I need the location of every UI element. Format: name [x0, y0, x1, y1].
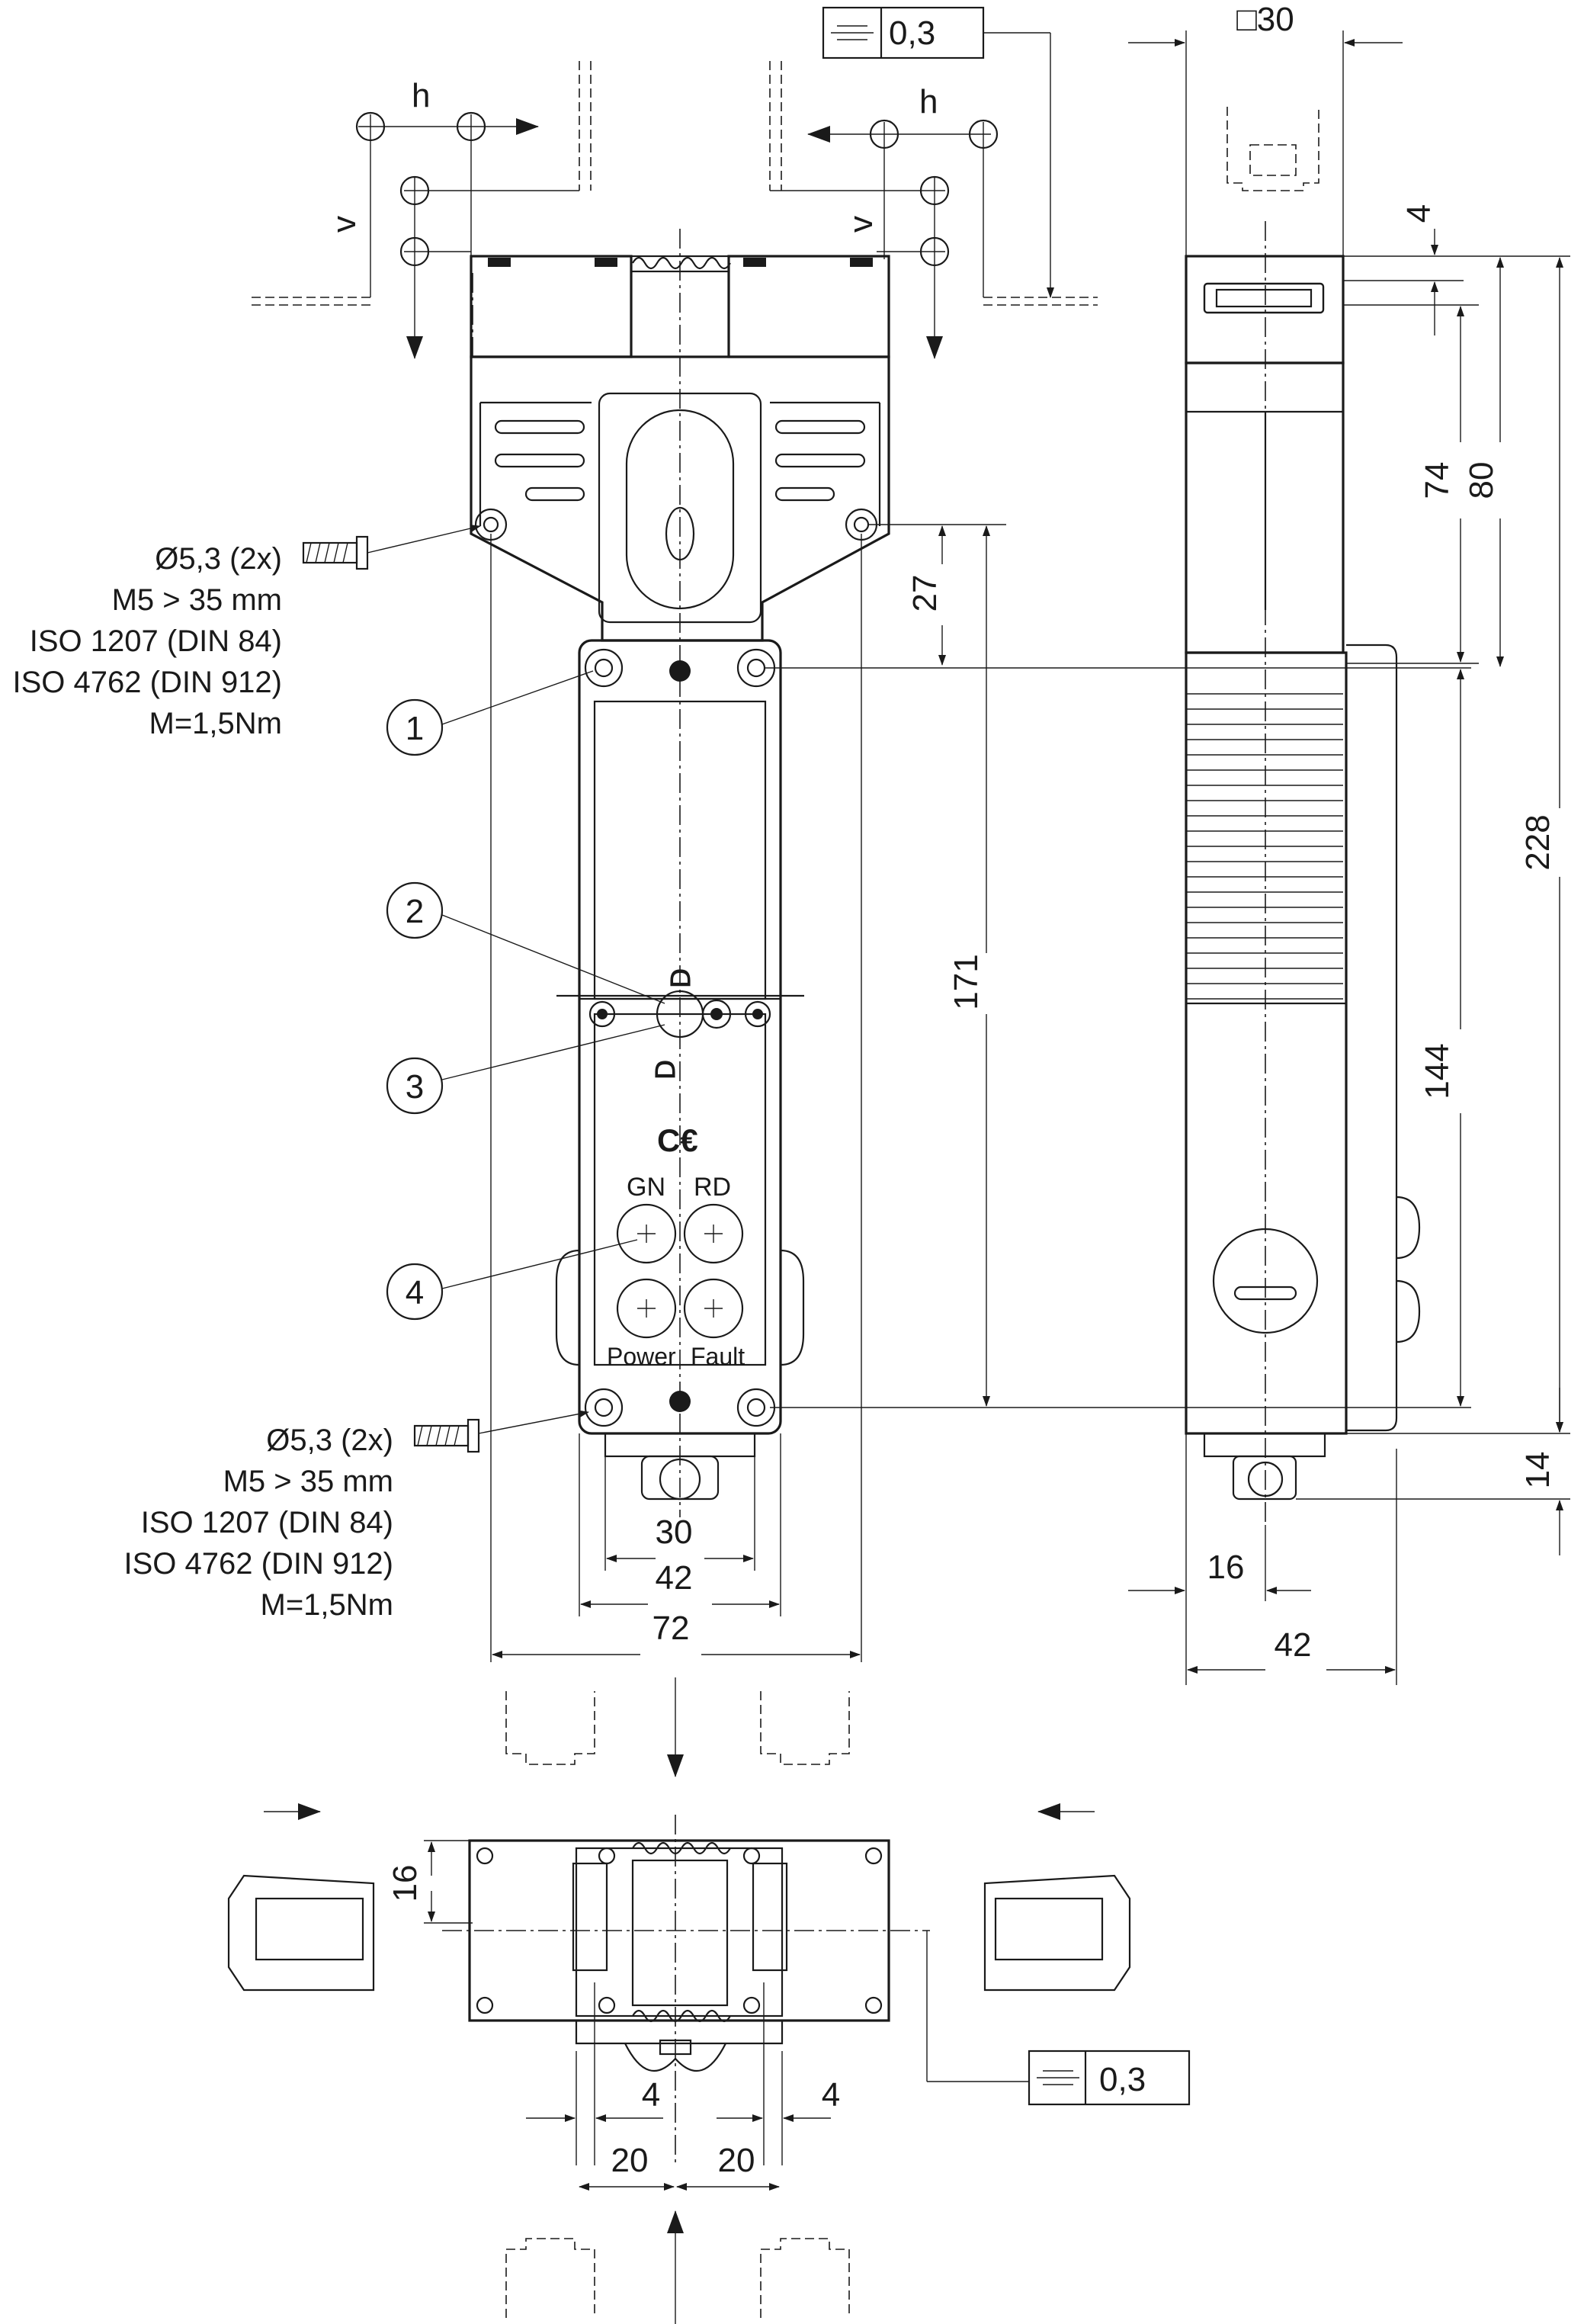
- dimension-30-width: 30: [604, 1441, 755, 1571]
- svg-text:ᗡ: ᗡ: [649, 1060, 678, 1080]
- dimension-4-side: 4: [1343, 204, 1570, 335]
- callout-1: 1: [386, 670, 594, 756]
- front-view: ᗡ ᗡ C€: [470, 229, 890, 1517]
- screw-note-lower-4: ISO 4762 (DIN 912): [124, 1547, 394, 1581]
- svg-text:30: 30: [656, 1513, 693, 1551]
- tolerance-value-top: 0,3: [889, 14, 935, 52]
- screw-lower: [413, 1410, 589, 1453]
- dimension-20-right: 20: [676, 2142, 780, 2191]
- screw-note-upper-2: M5 > 35 mm: [112, 583, 282, 617]
- screw-upper: [302, 525, 481, 570]
- svg-text:4: 4: [822, 2076, 840, 2114]
- h-label-right: h: [919, 83, 938, 120]
- tolerance-value-bottom: 0,3: [1099, 2061, 1146, 2098]
- screw-note-upper-3: ISO 1207 (DIN 84): [30, 624, 282, 658]
- v-label-right: v: [842, 216, 880, 233]
- callout-4: 4: [386, 1239, 638, 1321]
- screw-note-lower: Ø5,3 (2x) M5 > 35 mm ISO 1207 (DIN 84) I…: [124, 1424, 394, 1622]
- svg-text:74: 74: [1419, 462, 1456, 499]
- svg-text:228: 228: [1519, 814, 1557, 870]
- screw-note-upper-4: ISO 4762 (DIN 912): [13, 666, 283, 699]
- svg-text:27: 27: [906, 575, 944, 612]
- svg-text:16: 16: [386, 1865, 424, 1902]
- travel-sketch-left: h v: [252, 61, 592, 359]
- side-view: [1185, 107, 1421, 1525]
- screw-note-upper-5: M=1,5Nm: [149, 707, 283, 740]
- tolerance-frame-top: 0,3: [822, 6, 1054, 298]
- screw-note-lower-3: ISO 1207 (DIN 84): [141, 1506, 393, 1539]
- v-label-left: v: [325, 216, 363, 233]
- svg-text:16: 16: [1207, 1549, 1245, 1586]
- screw-note-upper: Ø5,3 (2x) M5 > 35 mm ISO 1207 (DIN 84) I…: [13, 542, 283, 740]
- svg-text:171: 171: [948, 954, 985, 1010]
- svg-text:42: 42: [656, 1559, 693, 1597]
- h-label-left: h: [412, 77, 430, 114]
- dimension-80: 80: [1463, 257, 1504, 667]
- svg-text:20: 20: [718, 2142, 755, 2179]
- svg-text:72: 72: [653, 1610, 690, 1647]
- led-label-gn: GN: [627, 1173, 665, 1202]
- bottom-view: [227, 1677, 1131, 2324]
- dimension-144: 144: [1419, 669, 1464, 1407]
- svg-text:20: 20: [611, 2142, 649, 2179]
- screw-note-upper-1: Ø5,3 (2x): [155, 542, 282, 576]
- svg-text:ᗡ: ᗡ: [665, 968, 694, 988]
- svg-text:2: 2: [406, 893, 424, 930]
- svg-text:14: 14: [1519, 1452, 1557, 1489]
- svg-text:4: 4: [642, 2076, 660, 2114]
- dimension-228: 228: [1346, 257, 1570, 1434]
- travel-sketch-right: h v: [769, 61, 1098, 359]
- dimension-4-right: 4: [717, 1982, 840, 2165]
- dimension-20-left: 20: [579, 2142, 675, 2191]
- svg-text:4: 4: [1400, 204, 1438, 223]
- callout-2: 2: [386, 881, 665, 1004]
- dimension-16-side: 16: [1128, 1433, 1311, 1685]
- dimension-square-30: □30: [1128, 1, 1403, 259]
- cooling-fins: [1186, 693, 1343, 1000]
- svg-text:42: 42: [1275, 1626, 1312, 1664]
- svg-text:C€: C€: [657, 1122, 698, 1158]
- svg-text:80: 80: [1463, 462, 1500, 499]
- dimension-14: 14: [1296, 1388, 1570, 1555]
- dimension-171: 171: [765, 525, 1471, 1408]
- dimension-74: 74: [1343, 304, 1479, 664]
- svg-text:1: 1: [406, 710, 424, 747]
- dimension-16-bottom: 16: [386, 1840, 473, 1924]
- svg-text:4: 4: [406, 1274, 424, 1311]
- dimension-72: 72: [490, 534, 862, 1662]
- dimension-42-width: 42: [579, 1433, 781, 1616]
- tolerance-frame-bottom: 0,3: [926, 1931, 1191, 2106]
- dimension-27: 27: [869, 524, 1006, 666]
- screw-note-lower-2: M5 > 35 mm: [223, 1465, 393, 1498]
- led-label-rd: RD: [694, 1173, 731, 1202]
- led-label-power: Power: [607, 1343, 676, 1370]
- svg-text:□30: □30: [1236, 1, 1294, 38]
- led-label-fault: Fault: [691, 1343, 745, 1370]
- screw-note-lower-1: Ø5,3 (2x): [266, 1424, 393, 1457]
- screw-note-lower-5: M=1,5Nm: [261, 1588, 394, 1622]
- dimension-4-left: 4: [526, 1982, 663, 2165]
- svg-text:144: 144: [1419, 1043, 1456, 1099]
- callout-3: 3: [386, 1024, 665, 1115]
- dimension-42-side: 42: [1187, 1449, 1397, 1685]
- svg-text:3: 3: [406, 1068, 424, 1106]
